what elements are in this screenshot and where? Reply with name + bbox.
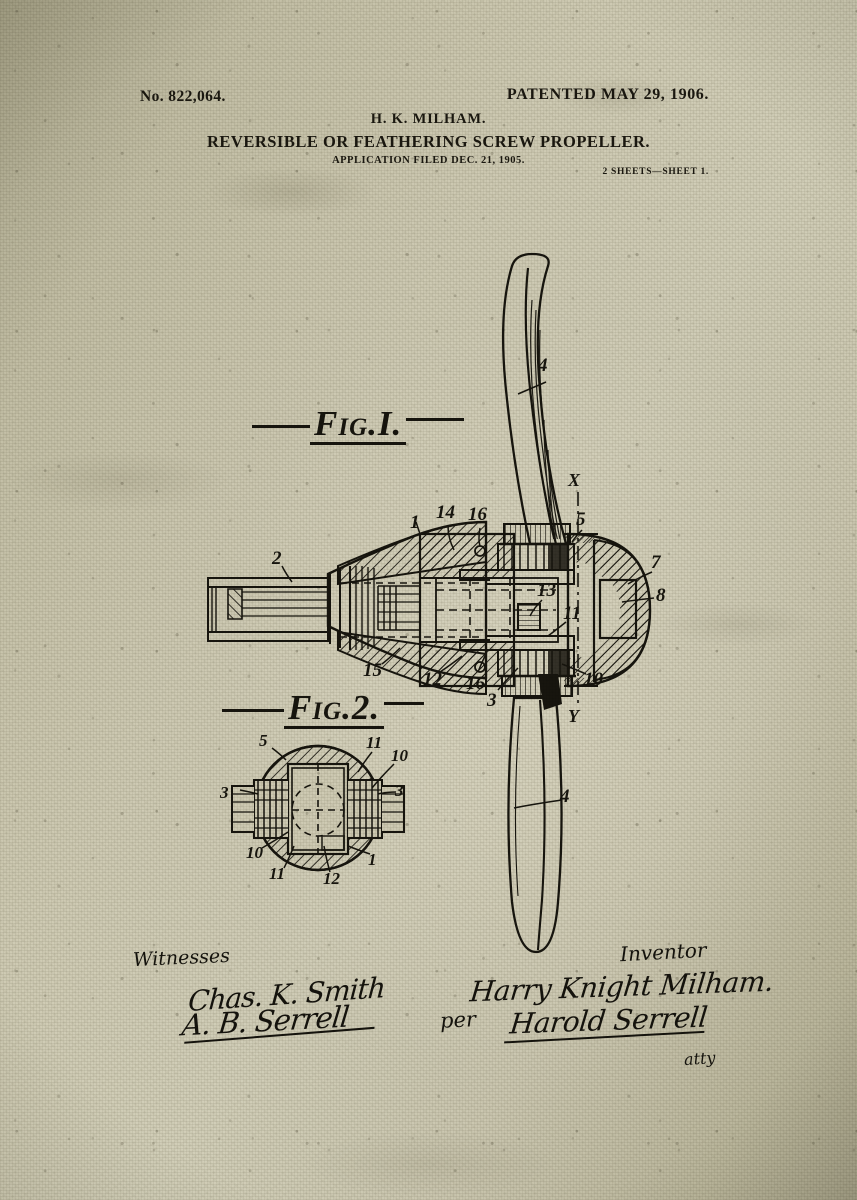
callout-3: 3 [487,690,497,711]
fig1-blade-root-bearing [459,543,575,677]
fig2-leader-lines [239,747,397,873]
patent-number: No. 822,064. [140,88,226,105]
patent-title: REVERSIBLE OR FEATHERING SCREW PROPELLER… [206,132,650,151]
figure-1-label: Fig.I. [310,406,407,446]
figure-2-label: Fig.2. [284,690,385,730]
callout-13: 13 [537,580,556,601]
sheet-note: 2 SHEETS—SHEET 1. [602,167,709,177]
callout-12: 12 [423,669,442,690]
per-label: per [439,1007,477,1033]
application-filed: APPLICATION FILED DEC. 21, 1905. [332,155,525,166]
fig1-leader-lines [281,381,655,809]
callout-16-top: 16 [468,504,487,525]
section-mark-y: Y [568,706,579,726]
caption-rule-left [252,425,310,429]
fig2-callout-11: 11 [366,733,383,752]
callout-15: 15 [363,660,382,681]
callout-7: 7 [651,552,661,573]
figure-2-caption: Fig.2. [222,690,425,730]
fig1-lower-blade [498,674,576,954]
fig1-drive-shaft [207,577,329,642]
fig1-central-sleeve [418,532,559,688]
callout-11: 11 [563,603,581,624]
fig2-callout-10: 10 [391,746,408,765]
callout-5: 5 [576,509,586,530]
attorney-abbrev: atty [683,1047,717,1070]
callout-1: 1 [410,512,420,533]
caption-rule-right [384,702,425,706]
caption-rule-left [222,709,284,713]
fig2-end-section [231,744,405,872]
callout-8: 8 [656,585,666,606]
callout-4-lower: 4 [560,786,570,807]
patented-date: PATENTED MAY 29, 1906. [506,86,709,103]
fig2-callout-5: 5 [259,731,268,750]
inventor-initials: H. K. MILHAM. [370,111,487,127]
fig2-callout-11-lower: 11 [269,864,286,883]
fig2-callout-12: 12 [323,869,340,888]
fig2-callout-3-left: 3 [220,783,229,802]
callout-10: 10 [584,669,603,690]
fig2-callout-10-lower: 10 [246,843,263,862]
callout-2: 2 [272,548,282,569]
figure-1-caption: Fig.I. [252,406,465,446]
callout-16-bottom: 16 [466,673,485,694]
fig2-callout-3-right: 3 [395,781,404,800]
witnesses-label: Witnesses [132,944,231,972]
callout-4: 4 [538,355,548,376]
attorney-signature: Harold Serrell [508,1000,709,1041]
callout-14: 14 [436,502,455,523]
fig1-nose-cap [564,532,652,688]
fig2-callout-1: 1 [368,850,377,869]
caption-rule-right [406,418,465,422]
inventor-label: Inventor [619,937,708,967]
section-mark-x: X [568,470,581,490]
